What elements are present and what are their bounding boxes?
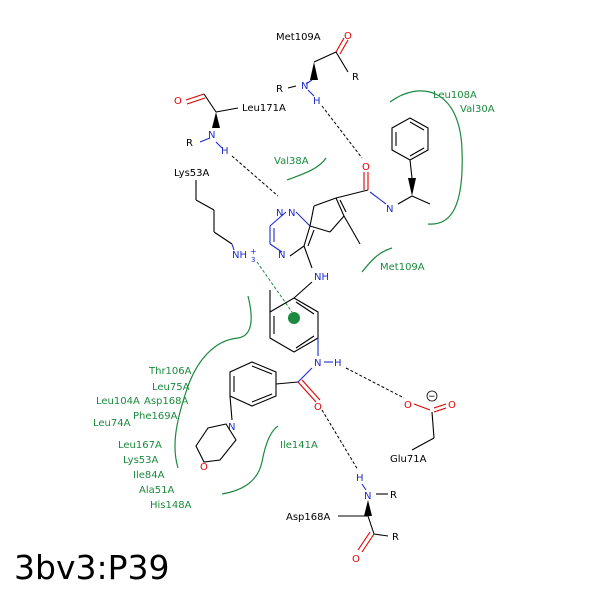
atom-o-met109: O bbox=[344, 31, 352, 42]
atom-r-met109-left: R bbox=[276, 84, 283, 95]
residue-asp168-bottom: H N R Asp168A R O bbox=[286, 473, 399, 565]
page-title: 3bv3:P39 bbox=[14, 548, 170, 587]
hydrophobic-label-val38: Val38A bbox=[274, 156, 309, 167]
hydrophobic-arc-ile141 bbox=[221, 425, 279, 495]
hydrophobic-label-lys53: Lys53A bbox=[123, 455, 159, 466]
atom-nh3-charge: + bbox=[250, 247, 257, 256]
hydrophobic-label-leu108: Leu108A bbox=[433, 90, 477, 101]
hydrophobic-arc-val38 bbox=[286, 157, 327, 181]
ligand-benzamide: O N O bbox=[195, 361, 322, 473]
hydrophobic-label-ala51: Ala51A bbox=[139, 485, 174, 496]
hydrophobic-labels: Leu108A Val30A Val38A Met109A Ile141A Th… bbox=[93, 90, 495, 511]
atom-o-glu71-1: O bbox=[404, 400, 412, 411]
hydrophobic-label-his148: His148A bbox=[150, 500, 192, 511]
atom-nh3-sub: 3 bbox=[251, 256, 255, 264]
pication-lys53 bbox=[256, 261, 293, 313]
atom-o-charge-glu71: − bbox=[428, 392, 436, 402]
hbond-leu171-n bbox=[231, 155, 279, 197]
atom-o-amide: O bbox=[362, 162, 370, 173]
hbond-met109-o bbox=[321, 105, 363, 159]
hbond-o-asp168 bbox=[321, 409, 359, 471]
hydrophobic-arc-leu108-val30 bbox=[389, 90, 463, 225]
atom-r-leu171: R bbox=[186, 138, 193, 149]
hydrophobic-label-asp168: Asp168A bbox=[144, 396, 188, 407]
hbond-nh-glu71 bbox=[345, 367, 405, 399]
ligand-aniline-ring: N H bbox=[269, 281, 342, 369]
atom-n-core-1: N bbox=[276, 208, 283, 219]
hydrophobic-label-leu74: Leu74A bbox=[93, 418, 131, 429]
atom-n-met109: N bbox=[301, 81, 308, 92]
atom-n-core-3: N bbox=[278, 250, 285, 261]
hydrophobic-label-leu167: Leu167A bbox=[118, 440, 162, 451]
atom-r-asp168-right: R bbox=[392, 532, 399, 543]
residue-lys53: Lys53A NH 3 + bbox=[174, 168, 257, 264]
atom-nh-linker: NH bbox=[314, 272, 329, 283]
atom-n-asp168: N bbox=[364, 491, 371, 502]
aromatic-ring-centroid bbox=[288, 312, 300, 324]
residue-label-glu71: Glu71A bbox=[390, 454, 427, 465]
residue-label-met109-top: Met109A bbox=[276, 32, 321, 43]
residue-label-lys53: Lys53A bbox=[174, 168, 210, 179]
atom-o-leu171: O bbox=[174, 96, 182, 107]
hydrophobic-label-ile141: Ile141A bbox=[280, 440, 318, 451]
atom-nh-amide-n: N bbox=[386, 204, 393, 215]
residue-label-asp168-bottom: Asp168A bbox=[286, 512, 330, 523]
atom-o-benzamide: O bbox=[314, 402, 322, 413]
atom-h-asp168: H bbox=[356, 473, 364, 484]
hydrophobic-arc-met109 bbox=[361, 247, 393, 273]
atom-r-asp168-top: R bbox=[390, 490, 397, 501]
atom-o-morpholine: O bbox=[200, 462, 208, 473]
hydrophobic-label-val30: Val30A bbox=[460, 104, 495, 115]
atom-o-glu71-2: O bbox=[448, 400, 456, 411]
atom-n-morpholine: N bbox=[228, 422, 235, 433]
residue-met109-top: Met109A O R R N H bbox=[276, 31, 359, 107]
hydrophobic-label-leu75: Leu75A bbox=[152, 382, 190, 393]
hydrophobic-arc-left-group bbox=[174, 295, 252, 469]
atom-n-leu171: N bbox=[208, 130, 215, 141]
hydrophobic-label-phe169: Phe169A bbox=[133, 411, 178, 422]
ligand-phenyl-ring bbox=[391, 117, 429, 179]
hydrophobic-label-leu104: Leu104A bbox=[96, 396, 140, 407]
atom-h-leu171: H bbox=[221, 146, 229, 157]
atom-nh3-lys53: NH bbox=[232, 250, 247, 261]
atom-nh-amide2-n: N bbox=[314, 358, 321, 369]
residue-glu71: O O − Glu71A bbox=[390, 390, 456, 465]
residue-leu171: O Leu171A N R H bbox=[174, 93, 286, 157]
hydrophobic-label-met109: Met109A bbox=[380, 262, 425, 273]
atom-n-core-2: N bbox=[288, 208, 295, 219]
atom-o-asp168: O bbox=[352, 554, 360, 565]
residue-label-leu171: Leu171A bbox=[242, 103, 286, 114]
ligand-core: N N N O N H NH bbox=[269, 162, 431, 283]
hydrophobic-label-ile84: Ile84A bbox=[133, 470, 165, 481]
hydrophobic-label-thr106: Thr106A bbox=[148, 366, 192, 377]
atom-nh-amide2-h: H bbox=[334, 358, 342, 369]
atom-r-met109-right: R bbox=[352, 72, 359, 83]
atom-h-met109: H bbox=[313, 96, 321, 107]
